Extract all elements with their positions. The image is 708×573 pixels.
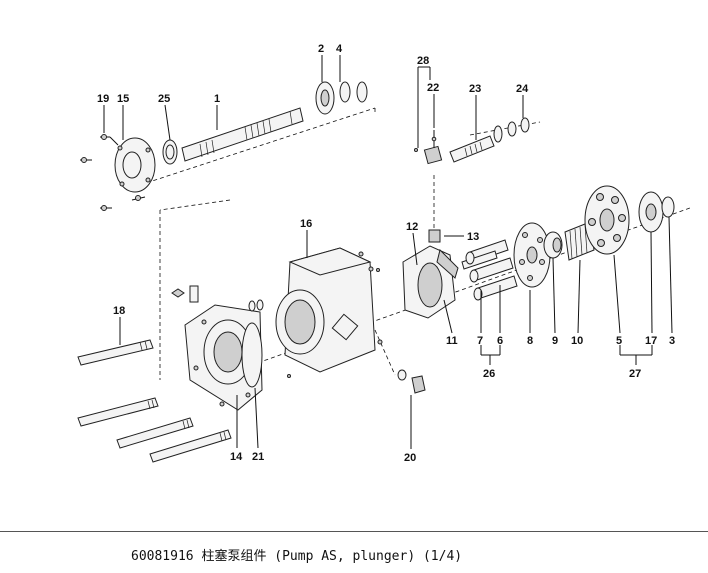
part-5-cylinder-block (584, 185, 630, 255)
callout-26: 26 (483, 368, 495, 380)
part-2-bearing (315, 81, 335, 115)
part-7-6-pistons (461, 239, 518, 301)
part-12-swash-plate (402, 245, 459, 319)
part-9-ball-guide (543, 231, 563, 259)
part-19-bolts (80, 134, 146, 211)
part-23-spring-rod (449, 125, 503, 163)
callout-27: 27 (629, 368, 641, 380)
callout-17: 17 (645, 335, 657, 347)
part-17-valve-plate (638, 191, 664, 233)
callout-7: 7 (477, 335, 483, 347)
diagram-caption: 60081916 柱塞泵组件 (Pump AS, plunger) (1/4) (131, 549, 463, 564)
callout-4: 4 (336, 43, 343, 55)
callout-28: 28 (417, 55, 429, 67)
callout-15: 15 (117, 93, 129, 105)
callout-25: 25 (158, 93, 170, 105)
callout-5: 5 (616, 335, 622, 347)
callout-10: 10 (571, 335, 583, 347)
callout-24: 24 (516, 83, 529, 95)
exploded-parts-diagram: 19 15 25 1 2 4 28 22 23 24 16 12 13 11 7… (77, 43, 691, 464)
part-8-retainer-plate (513, 222, 551, 288)
callout-16: 16 (300, 218, 312, 230)
callout-21: 21 (252, 451, 264, 463)
part-24-rings (507, 117, 530, 137)
callout-2: 2 (318, 43, 324, 55)
leader-lines (103, 55, 673, 449)
callout-20: 20 (404, 452, 416, 464)
part-18-bolts (77, 339, 232, 463)
callout-8: 8 (527, 335, 533, 347)
part-20-plug (397, 369, 426, 394)
part-3-bearing (661, 196, 675, 218)
part-4-rings (339, 81, 368, 103)
callout-19: 19 (97, 93, 109, 105)
callout-22: 22 (427, 82, 439, 94)
callout-labels: 19 15 25 1 2 4 28 22 23 24 16 12 13 11 7… (97, 43, 675, 464)
callout-12: 12 (406, 221, 418, 233)
callout-3: 3 (669, 335, 675, 347)
callout-23: 23 (469, 83, 481, 95)
caption-divider (0, 531, 708, 532)
part-13-pin (428, 229, 441, 243)
part-1-shaft (181, 107, 304, 162)
callout-9: 9 (552, 335, 558, 347)
part-16-housing (275, 247, 383, 378)
part-22-fitting (414, 130, 443, 165)
part-21-oring (241, 322, 263, 388)
cover-small-parts (171, 285, 264, 312)
callout-1: 1 (214, 93, 220, 105)
part-15-flange (114, 137, 156, 193)
callout-11: 11 (446, 335, 458, 347)
callout-18: 18 (113, 305, 125, 317)
callout-6: 6 (497, 335, 503, 347)
part-14-cover (184, 304, 263, 411)
part-25-seal (162, 139, 178, 165)
callout-14: 14 (230, 451, 243, 463)
callout-13: 13 (467, 231, 479, 243)
